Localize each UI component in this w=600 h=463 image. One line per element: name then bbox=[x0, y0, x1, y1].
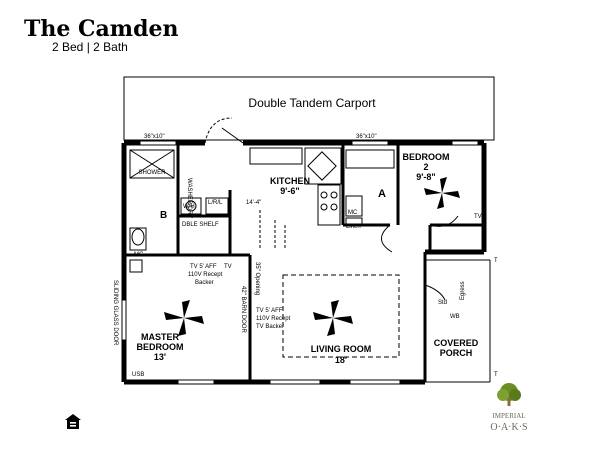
tv-living-3: TV Backer bbox=[256, 324, 284, 330]
tv-master-label-2: 110V Recept bbox=[188, 272, 223, 278]
porch-outline bbox=[425, 259, 491, 383]
lr-lf-label: L/R/L bbox=[208, 200, 223, 206]
tv-master-label-3: Backer bbox=[195, 280, 214, 286]
t-mark-2: T bbox=[494, 372, 498, 378]
carport-outline bbox=[123, 76, 495, 141]
kitchen-label: KITCHEN bbox=[270, 176, 310, 186]
washer-dryer-label: WASHER/DRY bbox=[186, 178, 192, 218]
egress-label: Egress bbox=[460, 281, 466, 300]
plan-subtitle: 2 Bed | 2 Bath bbox=[52, 40, 128, 54]
bath-b-fixtures bbox=[129, 149, 175, 273]
wb-label: WB bbox=[450, 314, 460, 320]
tv-master-label: TV 5' AFF bbox=[190, 264, 217, 270]
interior-walls bbox=[124, 143, 484, 382]
wh-label: W/H bbox=[183, 204, 195, 210]
bath-a-label: A bbox=[378, 188, 386, 200]
logo-text-1: IMPERIAL bbox=[492, 412, 525, 420]
usb-label: USB bbox=[132, 372, 144, 378]
kitchen-fixtures bbox=[249, 147, 395, 227]
logo-text-2: O·A·K·S bbox=[490, 422, 527, 433]
bedroom2-num: 2 bbox=[423, 162, 428, 172]
kitchen-dims bbox=[259, 210, 286, 250]
dble-shelf-label: DBLE SHELF bbox=[182, 222, 219, 228]
equal-housing-icon bbox=[65, 414, 81, 429]
tv-master-tag: TV bbox=[224, 264, 232, 270]
windows bbox=[121, 140, 479, 385]
dim-label: 14'-4" bbox=[246, 200, 261, 206]
linen-label: Linen bbox=[346, 224, 361, 230]
mc-b-label: MC bbox=[134, 252, 144, 258]
window-left-label: 36"x10" bbox=[144, 134, 165, 140]
std-label: Std bbox=[438, 300, 447, 306]
sliding-door-label: SLIDING GLASS DOOR bbox=[112, 280, 118, 346]
window-right-label: 36"x10" bbox=[356, 134, 377, 140]
living-label: LIVING ROOM bbox=[311, 344, 372, 354]
ceiling-fans bbox=[164, 177, 460, 336]
door-swings bbox=[204, 117, 459, 301]
opening-label: 35" Opening bbox=[254, 262, 260, 295]
master-size: 13' bbox=[154, 352, 166, 362]
t-mark-1: T bbox=[494, 258, 498, 264]
living-tray-ceiling bbox=[282, 274, 400, 358]
tv-bedroom2: TV bbox=[474, 214, 482, 220]
living-size: 18' bbox=[335, 355, 347, 365]
imperial-oaks-logo: IMPERIAL O·A·K·S bbox=[490, 383, 528, 433]
bedroom2-label: BEDROOM bbox=[403, 152, 450, 162]
barn-door-label: 42" BARN DOOR bbox=[240, 286, 246, 333]
plan-title: The Camden bbox=[24, 16, 179, 42]
shower-label: SHOWER bbox=[139, 170, 167, 176]
carport-label: Double Tandem Carport bbox=[248, 96, 376, 110]
mc-a-label: MC bbox=[348, 210, 358, 216]
kitchen-size: 9'-6" bbox=[280, 186, 299, 196]
tv-living-2: 110V Recept bbox=[256, 316, 291, 322]
porch-label-2: PORCH bbox=[440, 348, 473, 358]
laundry-fixtures bbox=[180, 197, 229, 215]
master-label-2: BEDROOM bbox=[137, 342, 184, 352]
bath-b-label: B bbox=[160, 210, 167, 221]
bedroom2-size: 9'-8" bbox=[416, 172, 435, 182]
master-label: MASTER bbox=[141, 332, 180, 342]
tv-living-1: TV 5' AFF bbox=[256, 308, 283, 314]
porch-label: COVERED bbox=[434, 338, 479, 348]
